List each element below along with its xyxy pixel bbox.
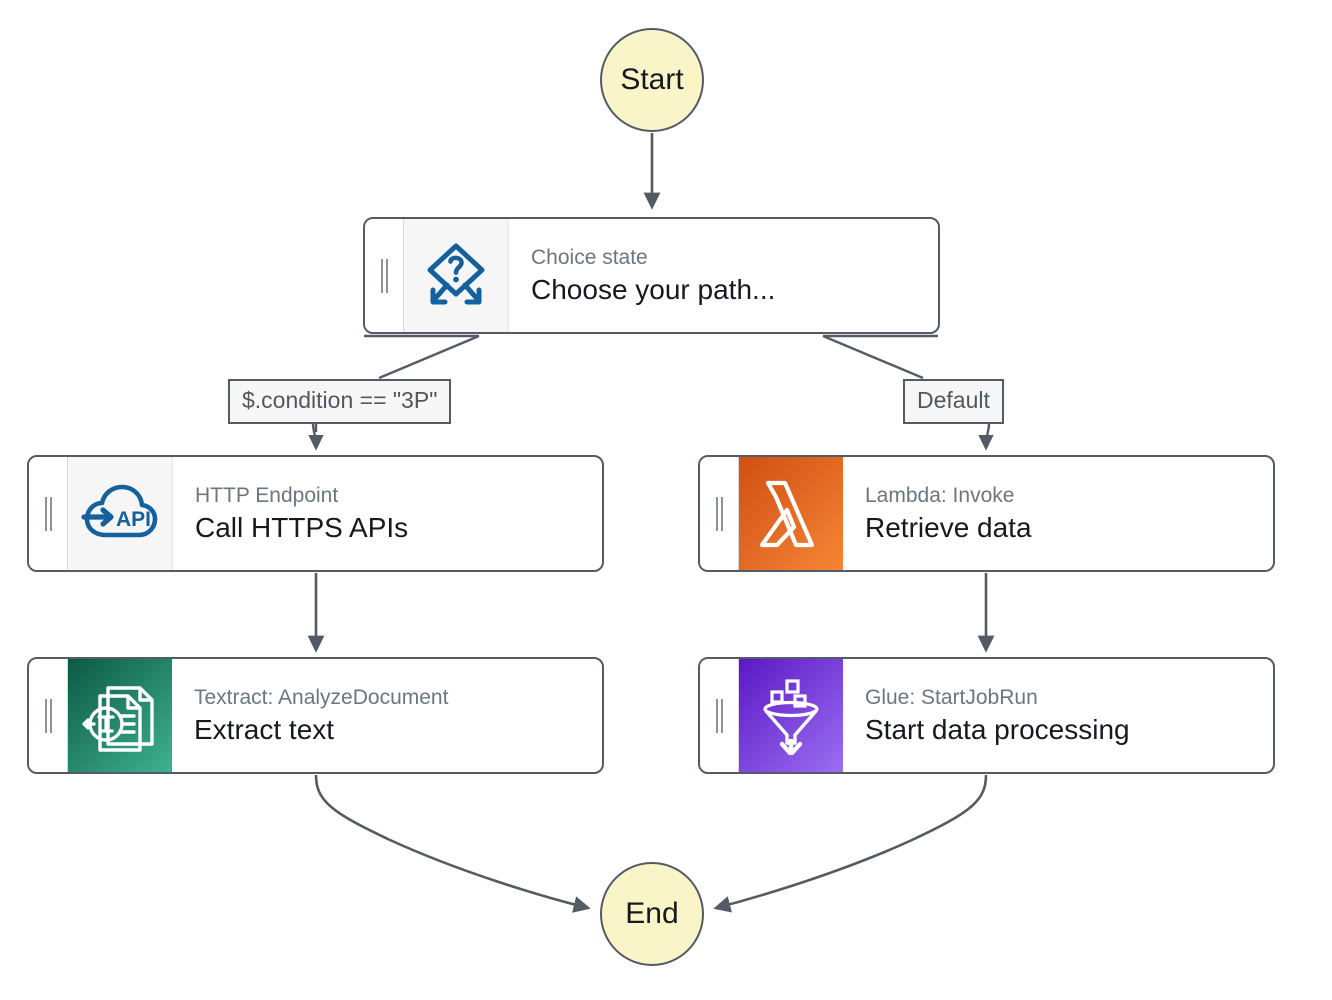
edge-label-default[interactable]: Default: [903, 379, 1004, 424]
node-title-glue: Start data processing: [865, 713, 1130, 745]
node-subtitle-glue: Glue: StartJobRun: [865, 685, 1038, 709]
start-node[interactable]: Start: [600, 28, 704, 132]
cloud-api-icon: API: [80, 481, 160, 547]
node-text-textract: Textract: AnalyzeDocument Extract text: [172, 659, 602, 772]
lambda-icon: [760, 477, 822, 551]
state-node-lambda[interactable]: Lambda: Invoke Retrieve data: [698, 455, 1275, 572]
icon-panel-glue: [739, 659, 843, 772]
drag-handle-glue[interactable]: [700, 659, 739, 772]
glue-funnel-icon: [757, 677, 825, 755]
drag-handle-textract[interactable]: [29, 659, 68, 772]
drag-handle-http[interactable]: [29, 457, 68, 570]
node-title-lambda: Retrieve data: [865, 511, 1032, 543]
end-label: End: [625, 897, 679, 930]
edge-textract-to-end: [314, 774, 591, 913]
drag-handle-lambda[interactable]: [700, 457, 739, 570]
icon-panel-lambda: [739, 457, 843, 570]
drag-handle-choice[interactable]: [365, 219, 404, 332]
node-subtitle-choice: Choice state: [531, 245, 648, 269]
node-subtitle-lambda: Lambda: Invoke: [865, 483, 1015, 507]
textract-document-icon: [82, 678, 158, 754]
state-node-textract[interactable]: Textract: AnalyzeDocument Extract text: [27, 657, 604, 774]
edge-glue-to-end: [713, 774, 988, 913]
node-text-lambda: Lambda: Invoke Retrieve data: [843, 457, 1273, 570]
node-subtitle-http: HTTP Endpoint: [195, 483, 339, 507]
drag-handle-icon: [715, 698, 723, 733]
drag-handle-icon: [715, 496, 723, 531]
node-title-http: Call HTTPS APIs: [195, 511, 409, 543]
state-node-glue[interactable]: Glue: StartJobRun Start data processing: [698, 657, 1275, 774]
icon-panel-http: API: [68, 457, 173, 570]
node-title-textract: Extract text: [194, 713, 335, 745]
start-label: Start: [620, 63, 684, 96]
node-text-choice: Choice state Choose your path...: [509, 219, 938, 332]
icon-panel-textract: [68, 659, 172, 772]
drag-handle-icon: [44, 698, 52, 733]
end-node[interactable]: End: [600, 862, 704, 966]
svg-text:API: API: [116, 508, 151, 531]
drag-handle-icon: [44, 496, 52, 531]
node-text-http: HTTP Endpoint Call HTTPS APIs: [173, 457, 602, 570]
node-text-glue: Glue: StartJobRun Start data processing: [843, 659, 1273, 772]
state-node-choice[interactable]: Choice state Choose your path...: [363, 217, 940, 334]
icon-panel-choice: [404, 219, 509, 332]
state-node-http-endpoint[interactable]: API HTTP Endpoint Call HTTPS APIs: [27, 455, 604, 572]
choice-diamond-question-icon: [420, 240, 492, 312]
node-subtitle-textract: Textract: AnalyzeDocument: [194, 685, 449, 709]
edge-label-condition[interactable]: $.condition == "3P": [228, 379, 452, 424]
drag-handle-icon: [380, 258, 388, 293]
node-title-choice: Choose your path...: [531, 273, 776, 305]
